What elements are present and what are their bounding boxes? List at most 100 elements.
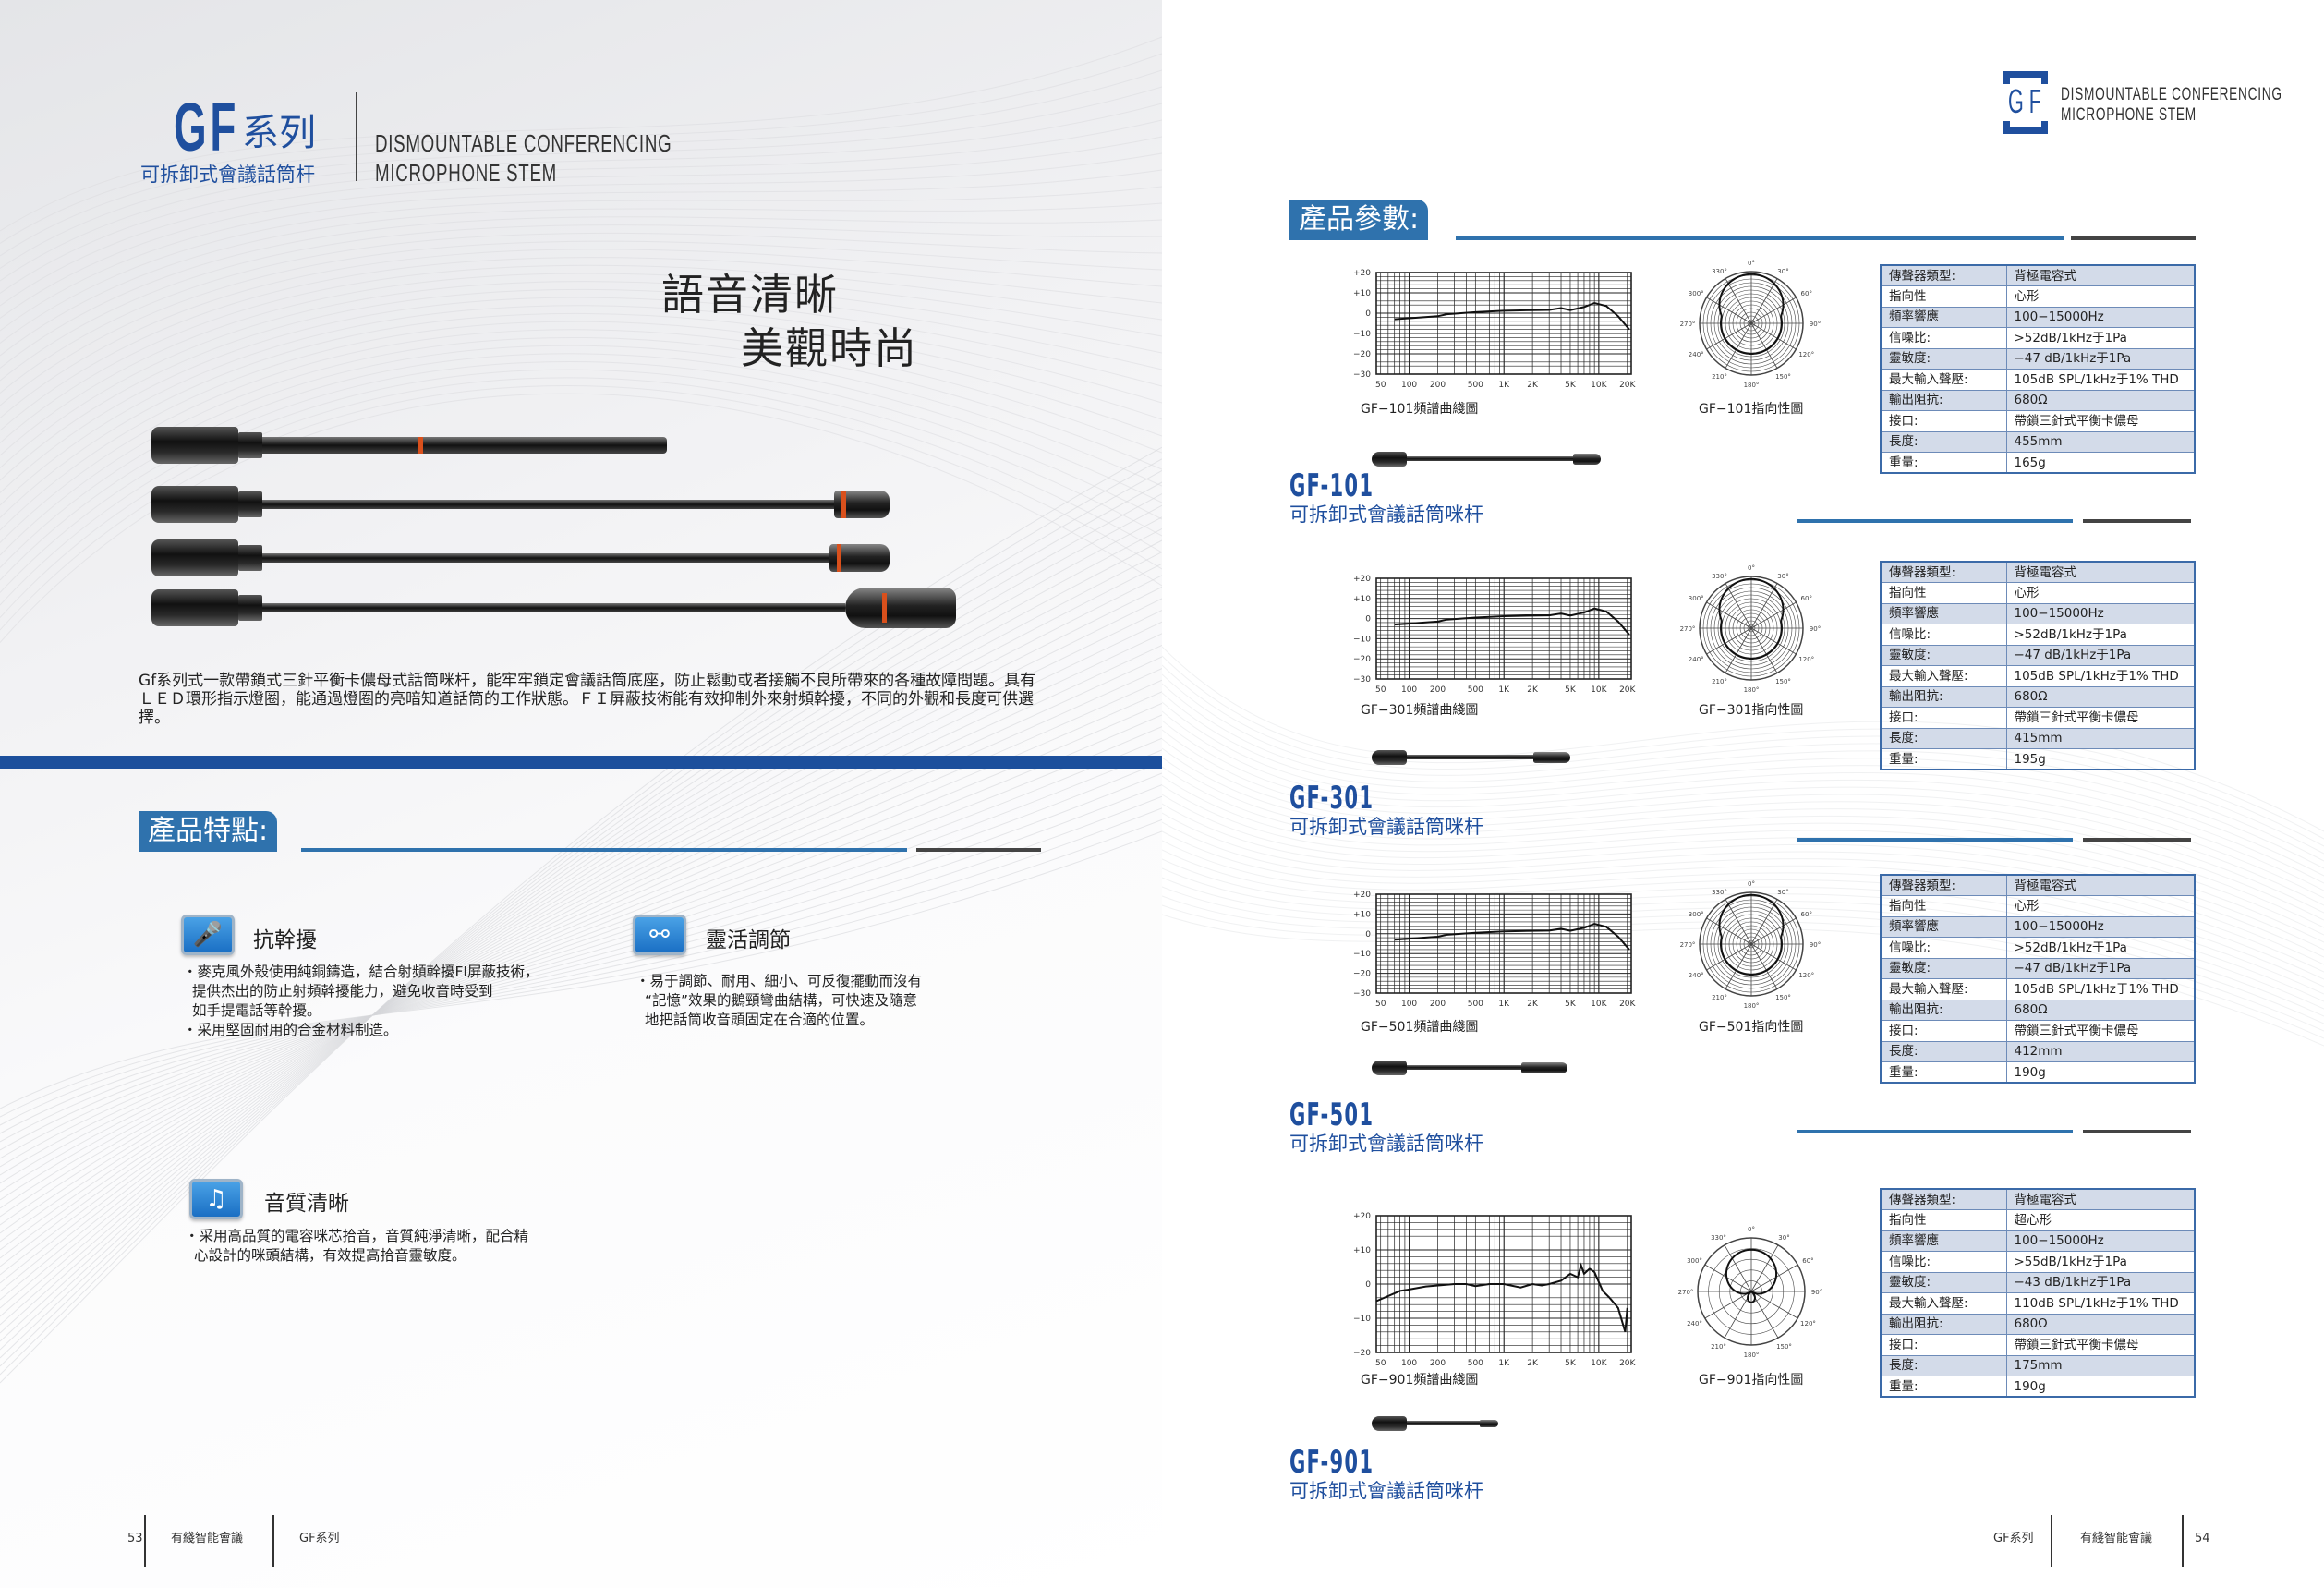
polar-angle-label: 30° xyxy=(1778,1234,1789,1242)
swirl-line xyxy=(0,504,1162,1342)
swirl-line xyxy=(0,152,1162,319)
spec-label: 長度: xyxy=(1880,1354,2007,1376)
spec-row: 重量:165g xyxy=(1880,452,2196,474)
swirl-line xyxy=(0,830,1162,1109)
response-curve xyxy=(1394,607,1630,636)
spec-label: 重量: xyxy=(1880,452,2007,474)
polar-angle-label: 60° xyxy=(1801,595,1812,602)
decorative-swirl-lines xyxy=(0,36,1162,1384)
polar-chart-caption: GF−901指向性圖 xyxy=(1699,1373,1804,1388)
bullet: 心設計的咪頭結構，有效提高拾音靈敏度。 xyxy=(194,1247,466,1264)
swirl-line xyxy=(0,240,1162,406)
polar-angle-label: 90° xyxy=(1810,941,1821,949)
heading-rule-blue xyxy=(1456,236,2064,240)
microphone-stem-photo xyxy=(148,423,667,467)
x-tick-label: 50 xyxy=(1375,685,1386,695)
swirl-line xyxy=(0,795,1162,1134)
spec-value: 105dB SPL/1kHz于1% THD xyxy=(2005,978,2196,1000)
right-page: G F DISMOUNTABLE CONFERENCING MICROPHONE… xyxy=(1162,0,2324,1588)
separator-gray xyxy=(2083,519,2191,523)
y-tick-label: +10 xyxy=(1353,289,1371,298)
x-tick-label: 5K xyxy=(1565,1000,1577,1009)
swirl-line xyxy=(0,273,1162,456)
polar-angle-label: 180° xyxy=(1744,1352,1760,1359)
swirl-line xyxy=(0,393,1162,643)
spec-label: 靈敏度: xyxy=(1880,957,2007,979)
polar-pattern-chart: 0°30°60°90°120°150°180°210°240°270°300°3… xyxy=(1678,1226,1823,1359)
microphone-stem-photo xyxy=(1372,1415,1498,1432)
polar-curve xyxy=(1725,1248,1778,1303)
model-name: GF-301 xyxy=(1289,780,1374,817)
y-tick-label: −30 xyxy=(1353,989,1371,999)
footer-series: GF系列 xyxy=(299,1532,340,1546)
x-tick-label: 200 xyxy=(1430,1359,1446,1368)
spec-row: 最大輸入聲壓:105dB SPL/1kHz于1% THD xyxy=(1880,978,2196,1000)
polar-angle-label: 240° xyxy=(1689,972,1704,979)
x-tick-label: 100 xyxy=(1401,381,1417,390)
spec-row: 最大輸入聲壓:105dB SPL/1kHz于1% THD xyxy=(1880,369,2196,391)
polar-angle-label: 120° xyxy=(1798,972,1814,979)
spec-row: 重量:190g xyxy=(1880,1376,2196,1398)
footer-divider xyxy=(144,1515,146,1567)
y-tick-label: −20 xyxy=(1353,1349,1371,1358)
logo-subtitle: 可拆卸式會議話筒杆 xyxy=(140,164,315,186)
model-subtitle: 可拆卸式會議話筒咪杆 xyxy=(1289,503,1483,526)
y-tick-label: +20 xyxy=(1353,891,1371,900)
y-tick-label: +10 xyxy=(1353,1246,1371,1255)
polar-angle-label: 300° xyxy=(1689,595,1704,602)
footer-page-number: 54 xyxy=(2195,1532,2210,1546)
logo-english-2: MICROPHONE STEM xyxy=(2061,105,2197,125)
y-tick-label: −30 xyxy=(1353,370,1371,380)
polar-spoke xyxy=(1725,583,1778,673)
swirl-line xyxy=(1162,738,2324,906)
swirl-line xyxy=(0,385,1162,631)
polar-angle-label: 30° xyxy=(1777,889,1788,896)
swirl-line xyxy=(0,818,1162,1118)
model-name: GF-501 xyxy=(1289,1097,1374,1133)
footer-divider xyxy=(2182,1515,2184,1567)
swirl-line xyxy=(0,772,1162,1151)
y-tick-label: 0 xyxy=(1365,930,1371,939)
swirl-line xyxy=(0,516,1162,1334)
x-tick-label: 5K xyxy=(1565,381,1577,390)
swirl-line xyxy=(0,714,1162,1193)
gooseneck xyxy=(1407,1421,1480,1425)
features-heading: 產品特點: xyxy=(139,811,278,852)
swirl-line xyxy=(0,539,1162,1317)
x-tick-label: 500 xyxy=(1468,1000,1483,1009)
spec-value: 100−15000Hz xyxy=(2005,1230,2196,1252)
gooseneck xyxy=(262,500,834,509)
swirl-line xyxy=(1162,701,2324,877)
spec-label: 指向性 xyxy=(1880,1209,2007,1231)
y-tick-label: +10 xyxy=(1353,595,1371,604)
swirl-line xyxy=(0,702,1162,1201)
spec-value: 455mm xyxy=(2005,430,2196,453)
polar-angle-label: 150° xyxy=(1775,373,1791,381)
microphone-stem-photo xyxy=(1372,1060,1567,1076)
polar-angle-label: 90° xyxy=(1810,625,1821,633)
polar-angle-label: 300° xyxy=(1689,911,1704,918)
spec-value: 帶鎖三針式平衡卡儂母 xyxy=(2005,1334,2196,1356)
xlr-connector xyxy=(151,589,238,626)
x-tick-label: 2K xyxy=(1527,381,1539,390)
spec-row: 信噪比:>52dB/1kHz于1Pa xyxy=(1880,624,2196,646)
spec-label: 輸出阻抗: xyxy=(1880,999,2007,1021)
spec-value: 背極電容式 xyxy=(2005,264,2196,286)
polar-angle-label: 120° xyxy=(1798,656,1814,663)
x-tick-label: 1K xyxy=(1498,1000,1510,1009)
logo-divider xyxy=(356,92,357,181)
x-tick-label: 200 xyxy=(1430,685,1446,695)
music-note-icon: ♫ xyxy=(189,1179,243,1219)
swirl-line xyxy=(0,353,1162,581)
swirl-line xyxy=(0,202,1162,357)
spec-value: 100−15000Hz xyxy=(2005,306,2196,328)
swirl-line xyxy=(0,136,1162,307)
feature-bullets: ・采用高品質的電容咪芯拾音，音質純淨清晰，配合精 心設計的咪頭結構，有效提高拾音… xyxy=(185,1227,528,1266)
swirl-line xyxy=(0,644,1162,1243)
microphone-product-photos xyxy=(0,0,1162,665)
page-number: 53 xyxy=(127,1532,143,1546)
swirl-line xyxy=(0,621,1162,1259)
swirl-line xyxy=(1162,683,2324,862)
